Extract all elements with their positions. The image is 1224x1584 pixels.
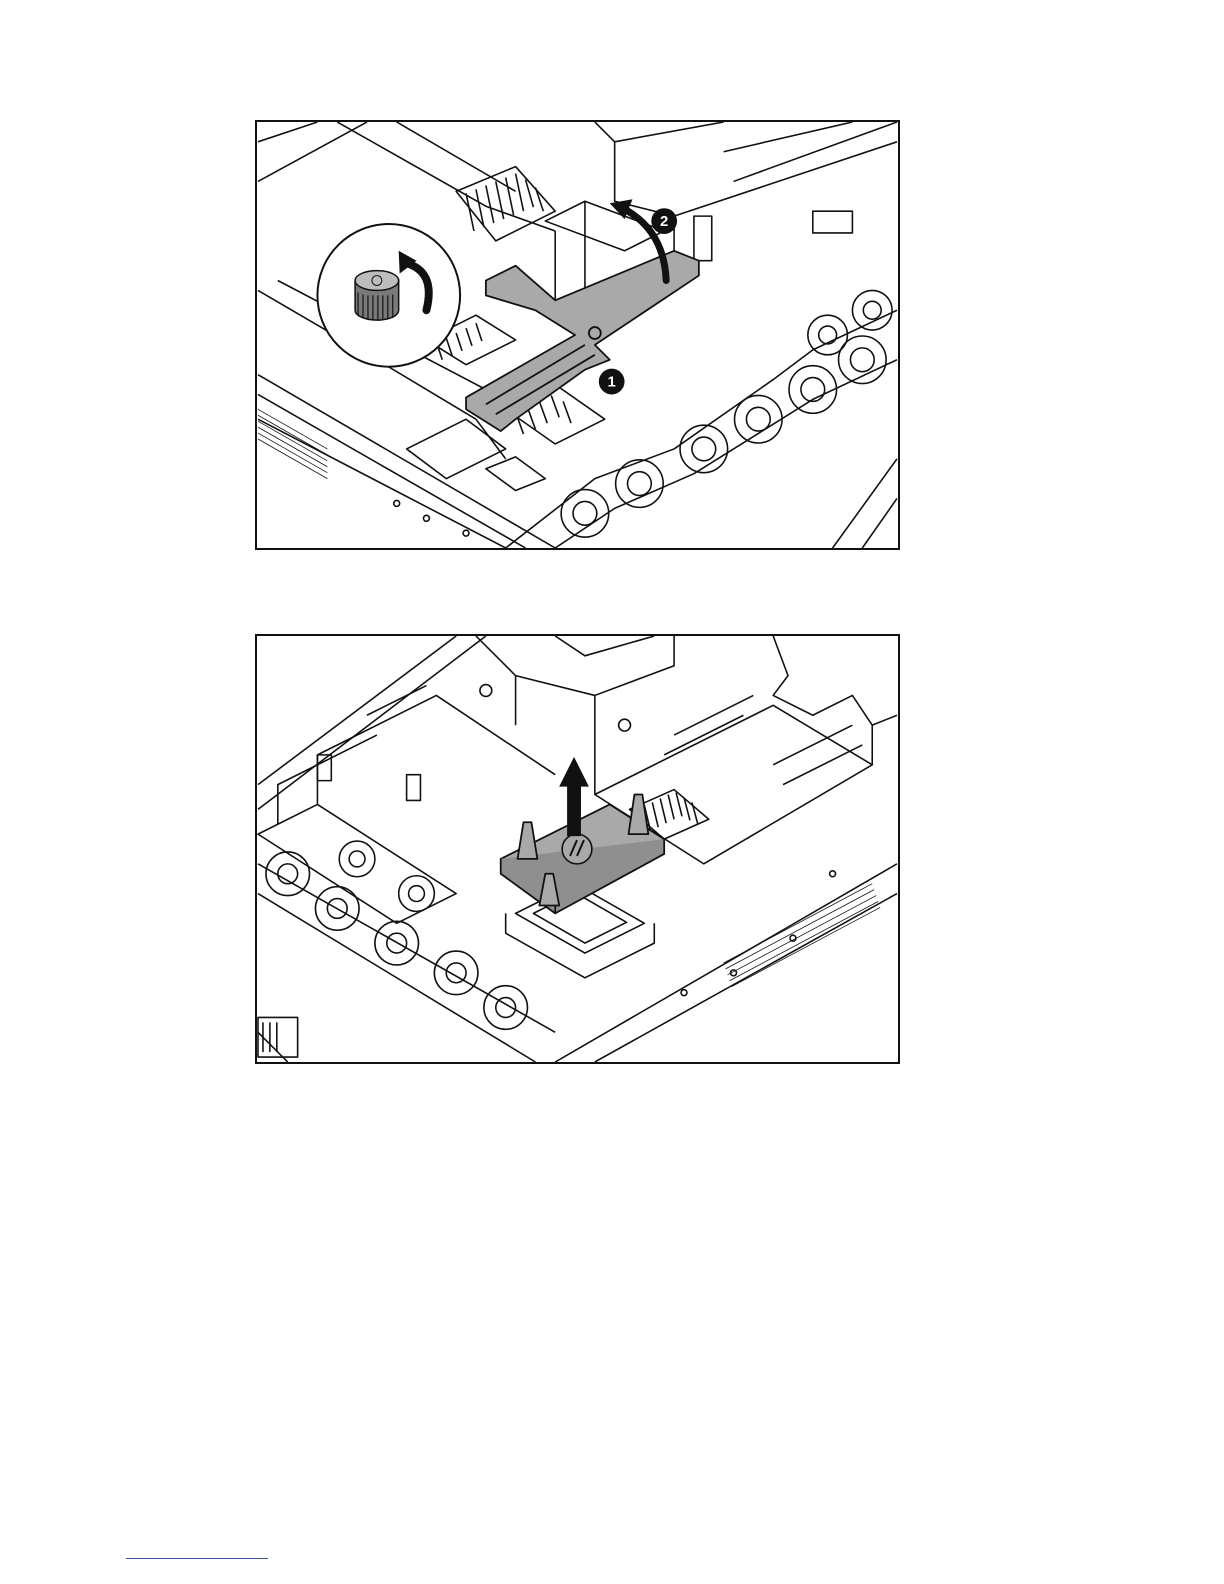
server-chassis-illustration-1: 1 2 <box>257 122 898 548</box>
heatsink-fins-left <box>456 167 555 241</box>
footer-link-underline[interactable] <box>126 1558 268 1559</box>
hp-logo-icon <box>562 834 592 864</box>
vent-grille-2 <box>724 884 881 987</box>
heatsink <box>501 795 664 914</box>
thumbscrew-detail-inset <box>317 224 460 367</box>
thumbscrew-rotate-icon <box>355 271 399 321</box>
svg-text:2: 2 <box>660 214 668 230</box>
figure-release-bracket: 1 2 <box>255 120 900 550</box>
figure-remove-heatsink <box>255 634 900 1064</box>
server-chassis-illustration-2 <box>257 636 898 1062</box>
vent-grille-1 <box>258 409 327 478</box>
callout-1: 1 <box>599 369 625 395</box>
callout-2: 2 <box>651 208 677 234</box>
svg-text:1: 1 <box>608 375 616 391</box>
